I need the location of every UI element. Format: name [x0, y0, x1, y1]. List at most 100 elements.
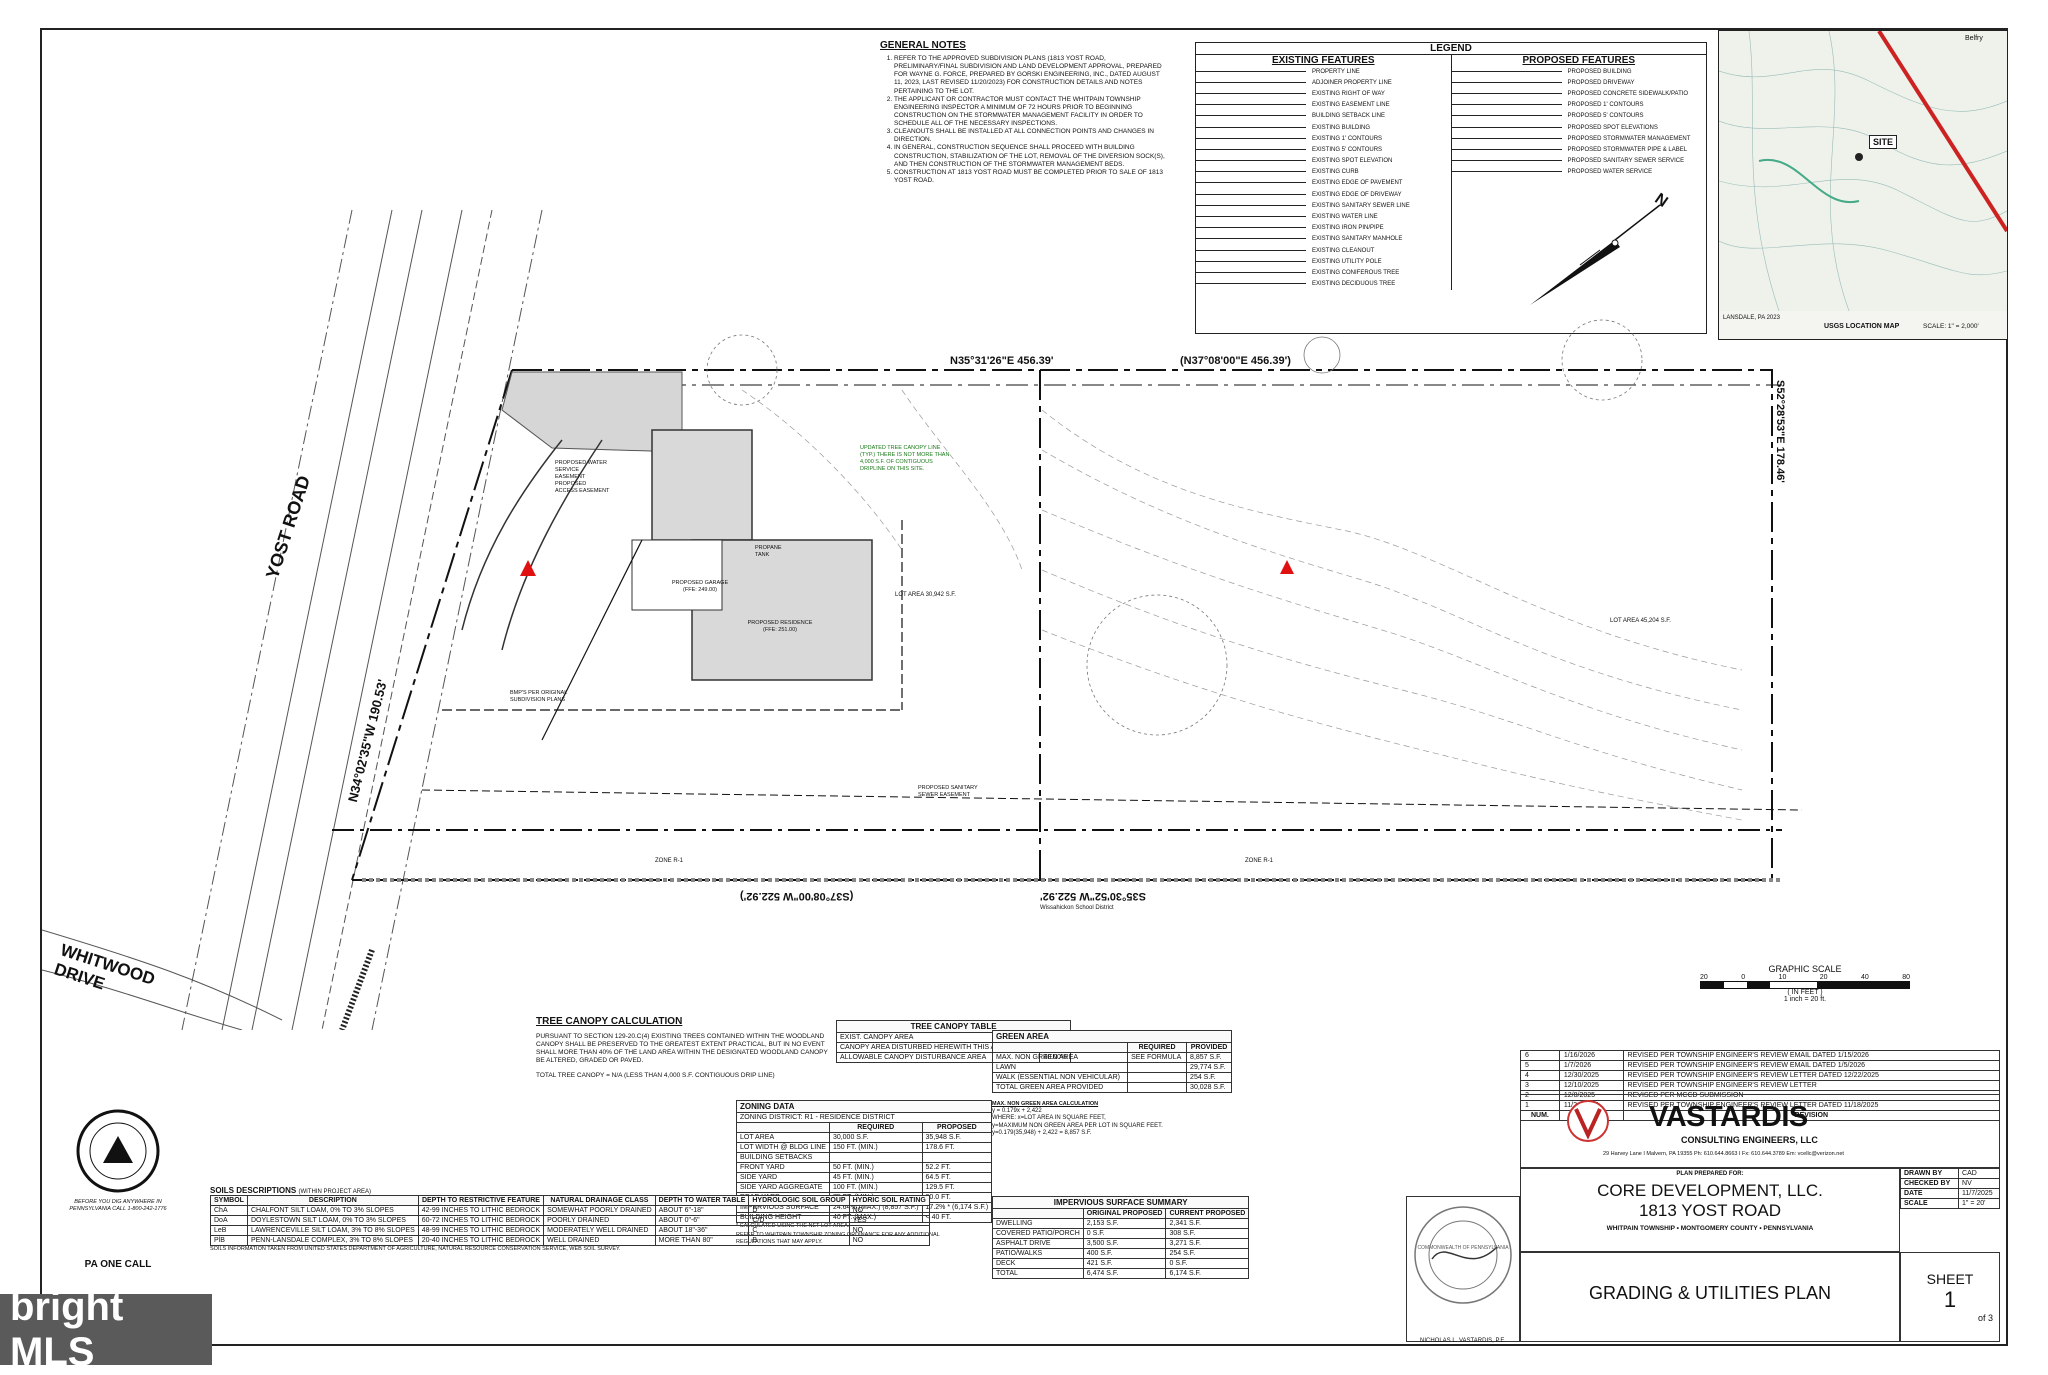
soils-header: DEPTH TO RESTRICTIVE FEATURE — [417, 1195, 545, 1206]
residence-label: PROPOSED RESIDENCE (FFE: 251.00) — [747, 620, 813, 633]
checked-by: NV — [1958, 1178, 2000, 1189]
legend-row: EXISTING RIGHT OF WAY — [1196, 88, 1451, 99]
prepared-for-label: PLAN PREPARED FOR: — [1676, 1171, 1744, 1177]
soils-cell: CHALFONT SILT LOAM, 0% TO 3% SLOPES — [246, 1205, 419, 1216]
zoning-cell — [828, 1152, 923, 1163]
green-header: REQUIRED — [1127, 1042, 1188, 1053]
legend-label: EXISTING CONIFEROUS TREE — [1312, 269, 1400, 276]
calc-line: y=MAXIMUM NON GREEN AREA PER LOT IN SQUA… — [992, 1122, 1163, 1129]
legend-symbol — [1196, 160, 1306, 162]
legend-existing-title: EXISTING FEATURES — [1271, 55, 1375, 66]
pa-one-call-text: BEFORE YOU DIG ANYWHERE IN PENNSYLVANIA … — [69, 1199, 167, 1212]
pa-one-call: BEFORE YOU DIG ANYWHERE IN PENNSYLVANIA … — [58, 1108, 178, 1270]
soils-cell: LAWRENCEVILLE SILT LOAM, 3% TO 8% SLOPES — [246, 1225, 419, 1236]
site-marker-icon — [1855, 153, 1863, 161]
legend-label: PROPOSED BUILDING — [1567, 68, 1632, 75]
green-cell: TOTAL GREEN AREA PROVIDED — [991, 1082, 1129, 1093]
green-cell: SEE FORMULA — [1127, 1052, 1188, 1063]
legend-label: PROPOSED STORMWATER MANAGEMENT — [1567, 135, 1691, 142]
soils-cell: C/D — [748, 1215, 850, 1226]
legend-symbol — [1451, 160, 1562, 162]
impervious-header: CURRENT PROPOSED — [1165, 1208, 1250, 1219]
legend-row: EXISTING 5' CONTOURS — [1196, 144, 1451, 155]
firm-name: VASTARDIS — [1649, 1101, 1808, 1133]
legend-title: LEGEND — [1196, 43, 1706, 55]
note-item: IN GENERAL, CONSTRUCTION SEQUENCE SHALL … — [894, 144, 1170, 168]
graphic-scale-title: GRAPHIC SCALE — [1768, 964, 1842, 974]
legend-label: EXISTING CURB — [1312, 169, 1359, 176]
green-calc-title: MAX. NON GREEN AREA CALCULATION — [992, 1101, 1099, 1107]
map-title: USGS LOCATION MAP — [1824, 323, 1900, 330]
soils-subtitle: (WITHIN PROJECT AREA) — [298, 1189, 372, 1195]
soils-cell: LeB — [210, 1225, 248, 1236]
zoning-cell — [921, 1152, 993, 1163]
soils-title: SOILS DESCRIPTIONS — [210, 1186, 297, 1195]
legend-row: BUILDING SETBACK LINE — [1196, 111, 1451, 122]
bearing-bottom-label: S35°30'52"W 522.92' — [1040, 889, 1146, 902]
zoning-cell: < 40 FT. — [921, 1212, 993, 1223]
impervious-header: ORIGINAL PROPOSED — [1082, 1208, 1167, 1219]
site-label: SITE — [1869, 135, 1898, 149]
zoning-cell: 45 FT. (MIN.) — [828, 1172, 923, 1183]
contour-lines — [741, 389, 1743, 821]
revision-cell: REVISED PER TOWNSHIP ENGINEER'S REVIEW L… — [1622, 1070, 2001, 1081]
zoning-cell: 129.5 FT. — [921, 1182, 993, 1193]
legend-symbol — [1451, 115, 1562, 117]
map-caption: LANSDALE, PA 2023 — [1723, 315, 1780, 321]
impervious-header — [992, 1208, 1084, 1219]
school-district-label: Wissahickon School District — [1040, 905, 1114, 911]
soils-header: DESCRIPTION — [246, 1195, 419, 1206]
legend-label: EXISTING WATER LINE — [1312, 214, 1378, 221]
tree-canopy-calculation: TREE CANOPY CALCULATION PURSUANT TO SECT… — [536, 1016, 836, 1080]
impervious-cell: 3,500 S.F. — [1082, 1238, 1167, 1249]
legend-label: PROPOSED DRIVEWAY — [1567, 79, 1635, 86]
zoning-cell: 178.6 FT. — [921, 1142, 993, 1153]
legend-row: PROPOSED STORMWATER PIPE & LABEL — [1451, 144, 1707, 155]
garage-label: PROPOSED GARAGE (FFE: 249.00) — [671, 580, 729, 593]
sheet-label: SHEET — [1926, 1271, 1974, 1287]
location-map-graphic — [1718, 29, 2009, 312]
impervious-cell: PATIO/WALKS — [992, 1248, 1084, 1259]
zoning-cell: SIDE YARD — [736, 1172, 830, 1183]
zoning-row: BUILDING SETBACKS — [736, 1152, 993, 1163]
zoning-district: ZONING DISTRICT: R1 - RESIDENCE DISTRICT — [735, 1112, 993, 1123]
soils-cell: ChA — [210, 1205, 248, 1216]
soils-cell: ABOUT 18"-36" — [654, 1225, 750, 1236]
calc-line: y = 0.179x + 2,422 — [992, 1107, 1042, 1114]
soils-cell: 60-72 INCHES TO LITHIC BEDROCK — [417, 1215, 545, 1226]
legend-row: EXISTING BUILDING — [1196, 122, 1451, 133]
revision-cell: REVISED PER TOWNSHIP ENGINEER'S REVIEW E… — [1622, 1050, 2001, 1061]
soils-cell: WELL DRAINED — [543, 1235, 656, 1246]
green-cell — [1127, 1082, 1188, 1093]
legend-row: EXISTING EDGE OF PAVEMENT — [1196, 178, 1451, 189]
legend-label: EXISTING SANITARY MANHOLE — [1312, 236, 1403, 243]
proposed-garage — [651, 429, 753, 541]
deciduous-trees — [706, 319, 1643, 736]
legend-row: EXISTING SPOT ELEVATION — [1196, 156, 1451, 167]
drawn-by-label: DRAWN BY — [1899, 1168, 1960, 1179]
legend-label: EXISTING 1' CONTOURS — [1312, 135, 1383, 142]
graphic-scale-ratio: 1 inch = 20 ft. — [1783, 996, 1827, 1003]
legend-row: PROPOSED 1' CONTOURS — [1451, 100, 1707, 111]
zoning-cell: 35,948 S.F. — [921, 1132, 993, 1143]
north-arrow-icon — [1530, 204, 1661, 305]
legend-label: EXISTING SPOT ELEVATION — [1312, 158, 1393, 165]
soils-cell: NO — [848, 1225, 930, 1236]
legend-row: EXISTING SANITARY MANHOLE — [1196, 234, 1451, 245]
site-plan — [42, 209, 1803, 1030]
legend-row: EXISTING 1' CONTOURS — [1196, 133, 1451, 144]
legend-symbol — [1196, 104, 1306, 106]
zoning-cell: FRONT YARD — [736, 1162, 830, 1173]
seal-text: COMMONWEALTH OF PENNSYLVANIA — [1417, 1245, 1509, 1251]
soils-header: DEPTH TO WATER TABLE — [654, 1195, 750, 1206]
